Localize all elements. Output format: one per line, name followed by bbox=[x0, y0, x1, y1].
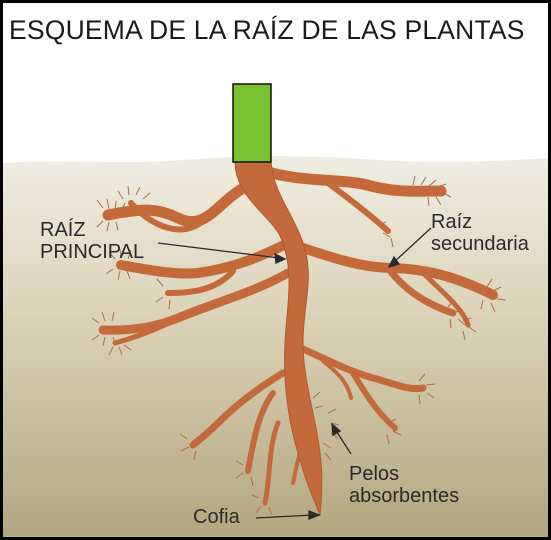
stem bbox=[232, 83, 272, 163]
secondary-root-arrowhead bbox=[387, 255, 401, 269]
secondary-root-label-line2: secundaria bbox=[431, 233, 529, 255]
main-root-arrowhead bbox=[274, 252, 287, 264]
root-cap-arrow bbox=[255, 514, 314, 519]
root-hairs-label: Pelos absorbentes bbox=[349, 463, 459, 507]
main-root-arrow bbox=[157, 242, 280, 259]
root-cap-arrowhead bbox=[308, 510, 321, 520]
main-root-shape bbox=[234, 160, 323, 517]
soil bbox=[3, 156, 548, 537]
root-diagram bbox=[3, 3, 548, 537]
root-hairs-label-line2: absorbentes bbox=[349, 485, 460, 507]
arrows bbox=[157, 227, 432, 520]
secondary-root-label: Raíz secundaria bbox=[431, 211, 529, 255]
root-hairs-arrow bbox=[334, 428, 352, 455]
root-cap-label: Cofia bbox=[193, 506, 240, 528]
secondary-root-arrow bbox=[392, 227, 432, 264]
secondary-root-label-line1: Raíz bbox=[431, 211, 473, 233]
main-root-label: RAÍZ PRINCIPAL bbox=[40, 219, 144, 263]
root-hairs-label-line1: Pelos bbox=[349, 463, 400, 485]
root-hairs-arrowhead bbox=[331, 422, 342, 437]
root-hairs bbox=[91, 175, 507, 516]
main-root-label-line1: RAÍZ bbox=[40, 219, 86, 241]
main-root-label-line2: PRINCIPAL bbox=[40, 241, 145, 263]
roots bbox=[98, 165, 498, 506]
diagram-title: ESQUEMA DE LA RAÍZ DE LAS PLANTAS bbox=[9, 15, 525, 45]
